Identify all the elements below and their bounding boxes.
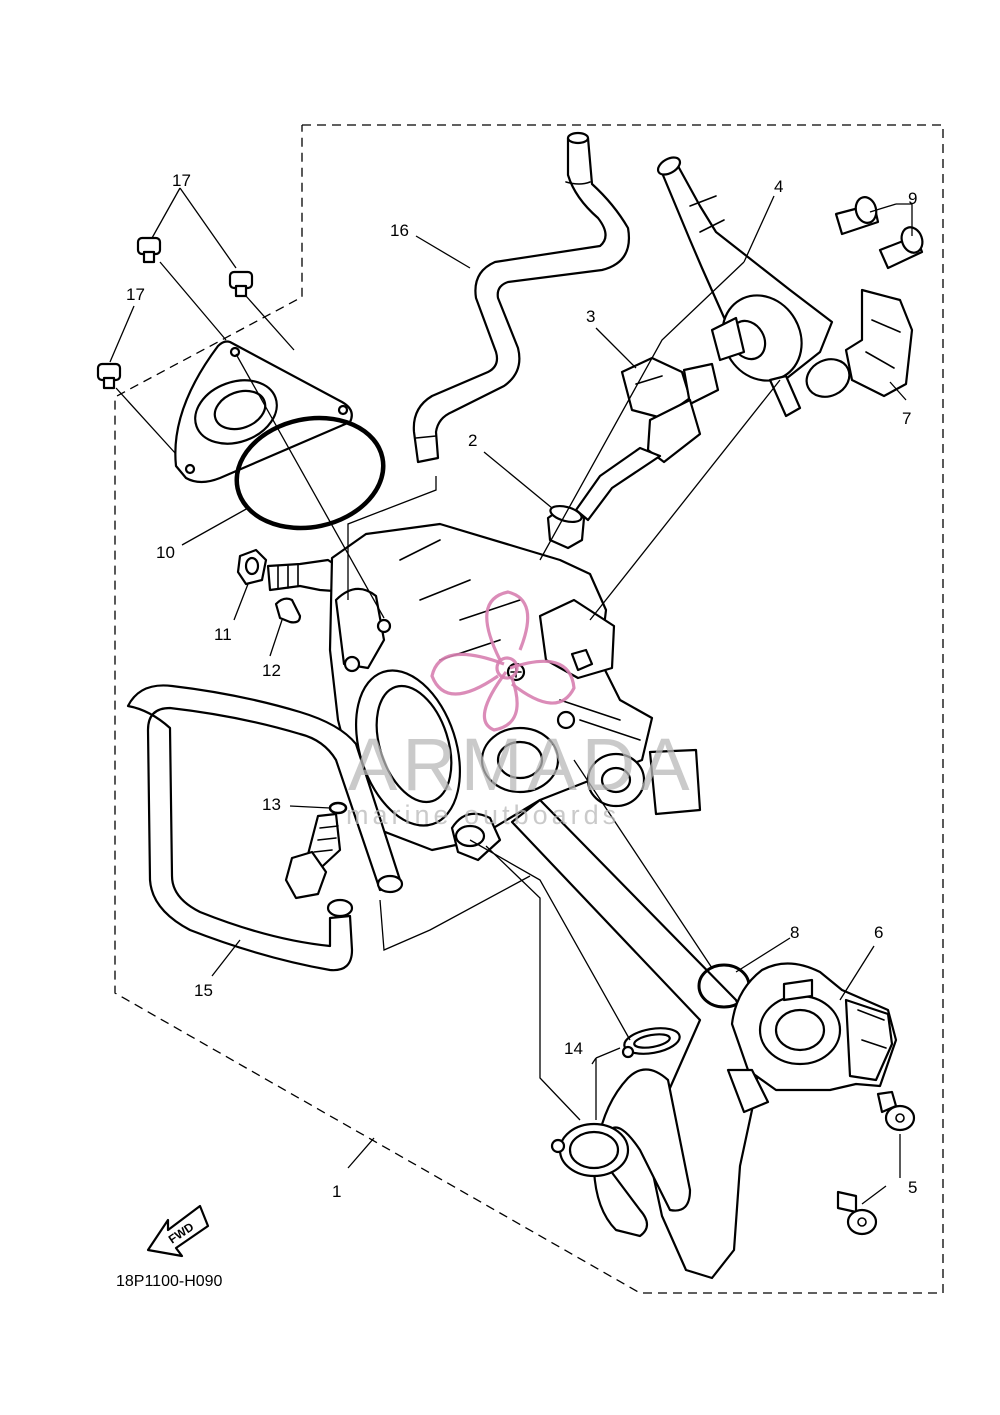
o-ring-10 — [234, 415, 386, 531]
callout-16: 16 — [390, 221, 409, 240]
watermark: ARMADA marine outboards — [346, 590, 695, 830]
bolt-17-a — [136, 236, 162, 264]
fuel-injector-3 — [574, 356, 720, 522]
callout-7: 7 — [902, 409, 911, 428]
pressure-regulator-4 — [656, 156, 851, 418]
screw-13 — [284, 801, 348, 900]
callout-5: 5 — [908, 1178, 917, 1197]
bushing-12 — [274, 597, 302, 624]
vent-hose-16 — [412, 131, 631, 464]
callout-3: 3 — [586, 307, 595, 326]
watermark-tagline: marine outboards — [346, 800, 620, 830]
throttle-body — [266, 522, 702, 862]
cover-plate — [174, 340, 353, 484]
throttle-position-sensor-6 — [726, 962, 898, 1114]
hose-clamp-14-a — [621, 1027, 681, 1059]
screw-5-a — [876, 1090, 916, 1132]
bracket-7 — [844, 288, 914, 398]
screw-9-b — [878, 226, 924, 270]
bolt-17-c — [96, 362, 122, 390]
watermark-brand: ARMADA — [348, 723, 695, 806]
callout-8: 8 — [790, 923, 799, 942]
callout-13: 13 — [262, 795, 281, 814]
hose-clamp-14-b — [550, 1122, 630, 1178]
callout-4: 4 — [774, 177, 783, 196]
callout-15: 15 — [194, 981, 213, 1000]
callout-6: 6 — [874, 923, 883, 942]
fwd-arrow-icon: FWD — [146, 1204, 210, 1258]
callout-11: 11 — [214, 625, 232, 644]
screw-5-b — [836, 1190, 878, 1236]
callout-9: 9 — [908, 189, 917, 208]
brand-logo-icon — [430, 590, 576, 732]
callout-labels: 1 2 3 4 5 6 7 8 9 10 11 12 13 14 15 16 1… — [126, 171, 917, 1201]
callout-1: 1 — [332, 1182, 341, 1201]
bolt-17-b — [228, 270, 254, 298]
nut-11 — [236, 548, 268, 586]
callout-14: 14 — [564, 1039, 583, 1058]
screw-9-a — [834, 196, 880, 236]
diagram-code: 18P1100-H090 — [116, 1273, 223, 1290]
callout-17-left: 17 — [126, 285, 145, 304]
callout-17-top: 17 — [172, 171, 191, 190]
callout-10: 10 — [156, 543, 175, 562]
hose-15 — [126, 684, 404, 972]
callout-12: 12 — [262, 661, 281, 680]
leader-lines — [109, 187, 913, 1205]
callout-2: 2 — [468, 431, 477, 450]
